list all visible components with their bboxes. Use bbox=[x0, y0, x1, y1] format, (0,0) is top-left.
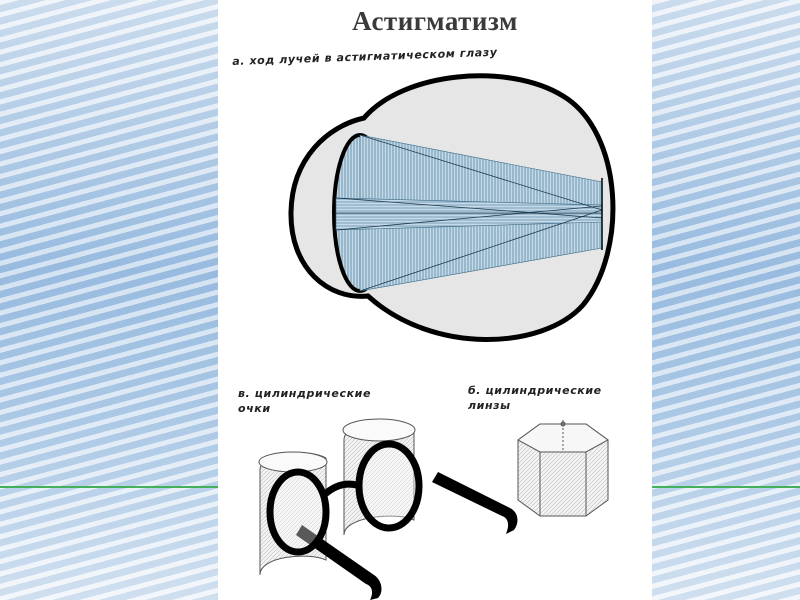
divider-line-right bbox=[652, 486, 800, 488]
cylindrical-lens-prism bbox=[517, 420, 609, 517]
glasses-bridge bbox=[321, 480, 362, 498]
astigmatism-figure bbox=[258, 73, 616, 600]
divider-line-left bbox=[0, 486, 218, 488]
background-stripes-left bbox=[0, 0, 218, 600]
glasses-temple-right bbox=[432, 472, 518, 534]
prism-mark bbox=[560, 421, 566, 427]
caption-cylindrical-glasses: в. цилиндрические очки bbox=[238, 387, 372, 415]
background-stripes-right bbox=[652, 0, 800, 600]
glasses-rim-left bbox=[266, 468, 330, 556]
eyeball-diagram bbox=[288, 73, 616, 342]
slide-title: Астигматизм bbox=[352, 6, 518, 36]
caption-cylindrical-lenses: б. цилиндрические линзы bbox=[468, 384, 602, 412]
focal-rays bbox=[335, 134, 603, 292]
glasses-rim-right bbox=[355, 440, 423, 532]
slide-panel: Астигматизм а. ход лучей в астигматическ… bbox=[218, 0, 652, 600]
cylindrical-glasses bbox=[258, 418, 518, 600]
cylinder-right-top bbox=[342, 418, 416, 442]
